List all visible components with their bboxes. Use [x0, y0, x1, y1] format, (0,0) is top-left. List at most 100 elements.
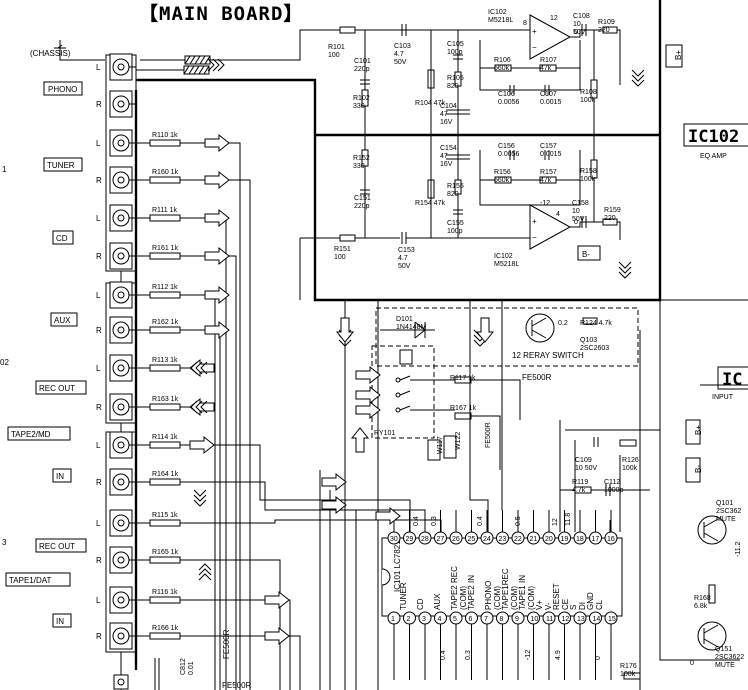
hatched-arrow-icon — [183, 65, 210, 75]
signal-flow-arrow-icon — [204, 246, 230, 266]
opamp-upper-icon — [529, 14, 572, 60]
svg-text:23: 23 — [499, 536, 507, 543]
svg-text:FE500R: FE500R — [522, 373, 552, 382]
channel-label: L — [96, 291, 101, 300]
ic101-pin: 21 — [527, 510, 540, 545]
transistor-q151-icon — [697, 621, 727, 651]
input-resistor: R164 1k — [136, 471, 200, 486]
svg-text:R112 1k: R112 1k — [152, 284, 178, 291]
svg-text:12: 12 — [562, 616, 570, 623]
voltage-label: 0.3 — [465, 650, 472, 660]
voltage-label: 0.3 — [431, 516, 438, 526]
rca-jack-icon — [109, 393, 136, 421]
svg-text:AUX: AUX — [54, 316, 71, 325]
rca-jack-icon — [109, 586, 136, 614]
signal-flow-arrow-icon — [189, 435, 215, 455]
voltage-label: 0.4 — [440, 650, 447, 660]
chevron-arrow-icon — [631, 69, 645, 87]
signal-flow-arrow-icon — [350, 427, 370, 453]
svg-text:20: 20 — [545, 536, 553, 543]
svg-text:8: 8 — [523, 20, 527, 27]
signal-flow-arrow-icon — [204, 133, 230, 153]
chevron-arrow-icon — [190, 361, 208, 375]
svg-text:R163 1k: R163 1k — [152, 396, 179, 403]
svg-text:R115 1k: R115 1k — [152, 512, 178, 519]
svg-text:7: 7 — [484, 616, 488, 623]
ic101-pin-label: TAPE2 IN — [467, 575, 476, 610]
svg-text:INPUT: INPUT — [712, 394, 734, 401]
svg-text:12 RERAY SWITCH: 12 RERAY SWITCH — [512, 351, 584, 360]
svg-text:4: 4 — [438, 616, 442, 623]
svg-text:19: 19 — [561, 536, 569, 543]
signal-flow-arrow-icon — [204, 285, 230, 305]
input-resistor: R165 1k — [136, 549, 200, 564]
svg-text:21: 21 — [530, 536, 538, 543]
svg-text:IC: IC — [722, 370, 742, 390]
svg-text:10: 10 — [531, 616, 539, 623]
rca-jack-icon — [109, 53, 136, 81]
ic101-pin-label: AUX — [433, 593, 442, 610]
ic101-pin: 13 — [573, 611, 587, 680]
signal-flow-arrow-icon — [264, 626, 290, 646]
ic101-pin-label: CD — [416, 598, 425, 610]
svg-text:-12: -12 — [540, 200, 550, 207]
svg-text:TAPE2/MD: TAPE2/MD — [11, 430, 51, 439]
ic101-pin-label: TAPE1 IN(COM) — [518, 575, 536, 610]
input-resistor: R166 1k — [136, 625, 200, 640]
signal-flow-arrow-icon — [204, 208, 230, 228]
jack-block-3 — [105, 431, 137, 653]
channel-label: R — [96, 326, 102, 335]
signal-flow-arrow-icon — [321, 472, 347, 492]
voltage-label: 12 — [552, 518, 559, 526]
input-resistor: R111 1k — [136, 207, 200, 222]
ic101-pin: 24 — [480, 510, 494, 545]
ic101-pin-label: V+V- — [535, 600, 553, 610]
svg-text:TAPE1/DAT: TAPE1/DAT — [9, 576, 51, 585]
ic101-pin-label: TUNER — [399, 582, 408, 610]
svg-text:R154 47k: R154 47k — [415, 200, 445, 207]
ic101-pin: 16 — [604, 510, 618, 545]
svg-text:B+: B+ — [694, 425, 703, 435]
jack-block-1 — [105, 54, 137, 272]
channel-label: L — [96, 441, 101, 450]
svg-text:RY101: RY101 — [374, 430, 395, 437]
ic101-pin: 7 — [480, 611, 494, 680]
svg-text:0: 0 — [574, 219, 578, 226]
ic101-pin: 5 — [449, 611, 463, 680]
voltage-label: 0.5 — [515, 516, 522, 526]
svg-text:−: − — [532, 43, 537, 52]
svg-text:6: 6 — [469, 616, 473, 623]
signal-flow-arrow-icon — [355, 385, 381, 405]
svg-text:25: 25 — [468, 536, 476, 543]
svg-text:-11.2: -11.2 — [735, 541, 742, 557]
channel-label: R — [96, 403, 102, 412]
svg-text:IN: IN — [56, 472, 64, 481]
svg-text:R111 1k: R111 1k — [152, 207, 178, 214]
svg-text:R165 1k: R165 1k — [152, 549, 179, 556]
signal-flow-arrow-icon — [355, 365, 381, 385]
channel-label: L — [96, 63, 101, 72]
voltage-label: 4.9 — [555, 650, 562, 660]
svg-text:22: 22 — [514, 536, 522, 543]
ic101-chip: IC101 LC7821 — [381, 537, 623, 617]
svg-text:14: 14 — [593, 616, 601, 623]
ic101-pin: 18 — [573, 510, 587, 545]
channel-label: R — [96, 632, 102, 641]
input-label-rec-out-1: REC OUT — [35, 380, 87, 395]
svg-text:R164 1k: R164 1k — [152, 471, 179, 478]
signal-flow-arrow-icon — [321, 495, 347, 515]
